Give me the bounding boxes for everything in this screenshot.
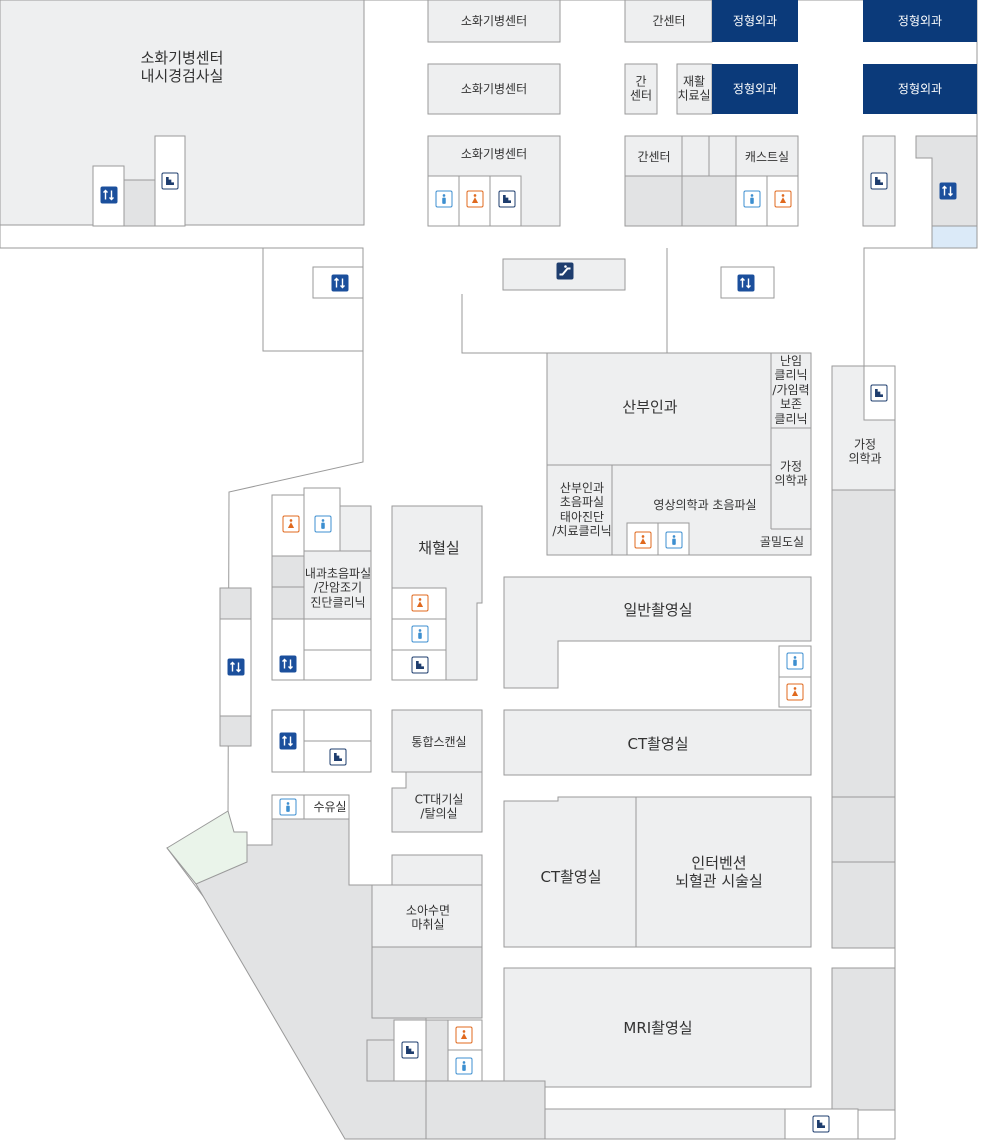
room-ortho-2[interactable]: 정형외과 [732,81,778,96]
elevator-icon [331,274,349,292]
room-cast-room[interactable]: 캐스트실 [744,149,790,164]
room-ortho-1[interactable]: 정형외과 [732,13,778,28]
room-gi-endoscopy[interactable]: 소화기병센터 내시경검사실 [140,49,224,85]
room-gi-center-2[interactable]: 소화기병센터 [460,81,528,96]
restroom-male-icon [435,190,453,208]
room-ortho-4[interactable]: 정형외과 [897,81,943,96]
room-blood-collection[interactable]: 채혈실 [418,539,460,557]
restroom-male-icon [314,515,332,533]
restroom-female-icon [455,1026,473,1044]
elevator-icon [279,732,297,750]
stairs-icon [870,172,888,190]
room-liver-center-3[interactable]: 간센터 [637,149,671,164]
room-obgyn[interactable]: 산부인과 [622,398,678,416]
room-mri[interactable]: MRI촬영실 [623,1019,693,1037]
room-family-med-2[interactable]: 가정 의학과 [774,459,808,488]
stairs-icon [498,190,516,208]
room-fertility-clinic[interactable]: 난임 클리닉 /가임력 보존 클리닉 [772,354,810,426]
restroom-male-icon [743,190,761,208]
restroom-female-icon [466,190,484,208]
restroom-male-icon [786,652,804,670]
room-gi-center-1[interactable]: 소화기병센터 [460,13,528,28]
restroom-female-icon [786,683,804,701]
room-nursing-room[interactable]: 수유실 [313,799,347,814]
room-liver-center-2[interactable]: 간 센터 [629,74,653,103]
room-ct-2[interactable]: CT촬영실 [540,868,602,886]
room-family-med-1[interactable]: 가정 의학과 [848,437,882,466]
restroom-female-icon [774,190,792,208]
room-pediatric-sedation[interactable]: 소아수면 마취실 [405,903,451,932]
room-im-ultrasound[interactable]: 내과초음파실 /간암조기 진단클리닉 [304,566,372,610]
wall-line [262,248,363,352]
stairs-icon [329,748,347,766]
room-liver-center-1[interactable]: 간센터 [652,13,686,28]
elevator-icon [100,186,118,204]
room-ortho-3[interactable]: 정형외과 [897,13,943,28]
elevator-icon [227,658,245,676]
stairs-icon [870,384,888,402]
outdoor-garden [166,810,248,885]
stairs-icon [812,1115,830,1133]
room-general-xray[interactable]: 일반촬영실 [623,601,693,619]
restroom-male-icon [665,531,683,549]
room-radiology-ultrasound[interactable]: 영상의학과 초음파실 [653,497,757,512]
restroom-male-icon [455,1057,473,1075]
elevator-icon [737,274,755,292]
room-gi-center-3[interactable]: 소화기병센터 [460,146,528,161]
restroom-female-icon [282,515,300,533]
stairs-icon [401,1041,419,1059]
stairs-icon [411,656,429,674]
room-interventional[interactable]: 인터벤션 뇌혈관 시술실 [675,854,763,890]
room-obgyn-ultrasound[interactable]: 산부인과 초음파실 태아진단 /치료클리닉 [552,481,612,539]
restroom-female-icon [411,594,429,612]
room-ct-1[interactable]: CT촬영실 [627,735,689,753]
restroom-male-icon [411,625,429,643]
room-ct-waiting[interactable]: CT대기실 /탈의실 [414,792,464,821]
elevator-icon [939,182,957,200]
elevator-icon [279,655,297,673]
room-bone-density[interactable]: 골밀도실 [759,534,805,549]
room-integrated-scan[interactable]: 통합스캔실 [411,734,467,749]
stairs-icon [161,172,179,190]
escalator-icon [556,262,574,280]
restroom-male-icon [279,798,297,816]
restroom-female-icon [634,531,652,549]
room-rehab-room[interactable]: 재활 치료실 [677,74,711,103]
